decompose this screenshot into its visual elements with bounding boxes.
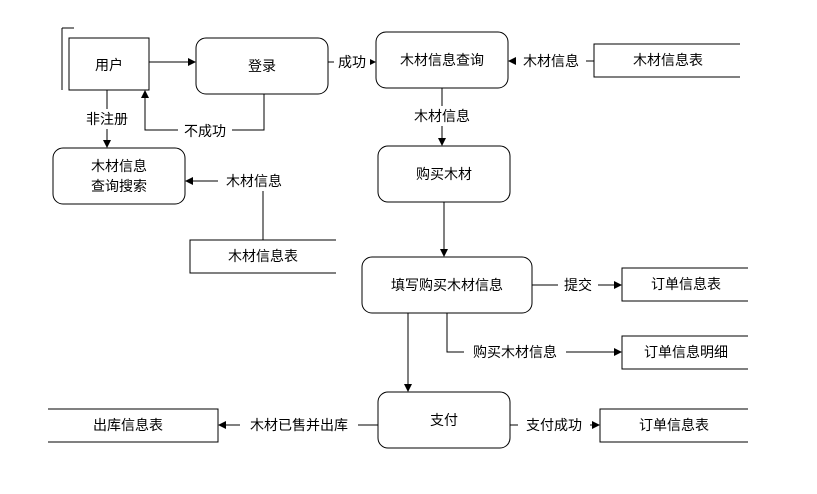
order-table-store-2: 订单信息表 (599, 408, 748, 443)
label-bg-unregistered (80, 109, 134, 129)
fill-label: 填写购买木材信息 (391, 277, 503, 294)
query-process: 木材信息查询 (375, 31, 509, 89)
search-label-line2: 查询搜索 (91, 178, 147, 195)
order-detail-store: 订单信息明细 (621, 335, 748, 370)
label-bg-pay-success (518, 415, 590, 435)
wood-table-top-label: 木材信息表 (633, 52, 703, 69)
label-bg-wood-info-right (516, 51, 586, 71)
buy-process: 购买木材 (377, 145, 511, 203)
wood-table-store-top: 木材信息表 (593, 43, 740, 78)
label-bg-fail (178, 121, 232, 141)
label-bg-buy-wood-info (464, 342, 566, 362)
label-sold-out: 木材已售并出库 (250, 418, 348, 434)
wood-table-store-mid: 木材信息表 (189, 239, 336, 274)
label-unregistered: 非注册 (86, 112, 128, 128)
label-pay-success: 支付成功 (526, 418, 582, 434)
label-submit: 提交 (564, 277, 592, 294)
label-success: 成功 (338, 55, 366, 71)
outbound-table-store: 出库信息表 (48, 408, 219, 443)
order-table-store-1: 订单信息表 (621, 267, 748, 302)
outbound-table-label: 出库信息表 (93, 417, 163, 434)
label-bg-submit (558, 275, 598, 295)
order-detail-label: 订单信息明细 (644, 344, 728, 361)
fill-process: 填写购买木材信息 (361, 256, 533, 314)
order-table-1-label: 订单信息表 (651, 276, 721, 293)
pay-process: 支付 (377, 391, 511, 449)
search-process: 木材信息 查询搜索 (52, 147, 186, 205)
login-label: 登录 (248, 59, 276, 75)
user-entity: 用户 (61, 27, 150, 91)
buy-label: 购买木材 (416, 167, 472, 183)
label-wood-info-left: 木材信息 (226, 173, 282, 190)
query-label: 木材信息查询 (400, 52, 484, 69)
search-label-line1: 木材信息 (91, 158, 147, 175)
label-fail: 不成功 (184, 124, 226, 140)
label-bg-success (334, 52, 370, 72)
order-table-2-label: 订单信息表 (639, 417, 709, 434)
label-bg-sold-out (240, 415, 358, 435)
label-wood-info-right: 木材信息 (523, 53, 579, 70)
label-buy-wood-info: 购买木材信息 (473, 344, 557, 361)
user-label: 用户 (95, 57, 123, 74)
label-wood-info-down: 木材信息 (414, 108, 470, 125)
login-process: 登录 (195, 37, 329, 95)
wood-table-mid-label: 木材信息表 (228, 248, 298, 265)
pay-label: 支付 (430, 413, 458, 429)
label-bg-wood-info-down (406, 106, 478, 126)
label-bg-wood-info-left (218, 171, 290, 191)
